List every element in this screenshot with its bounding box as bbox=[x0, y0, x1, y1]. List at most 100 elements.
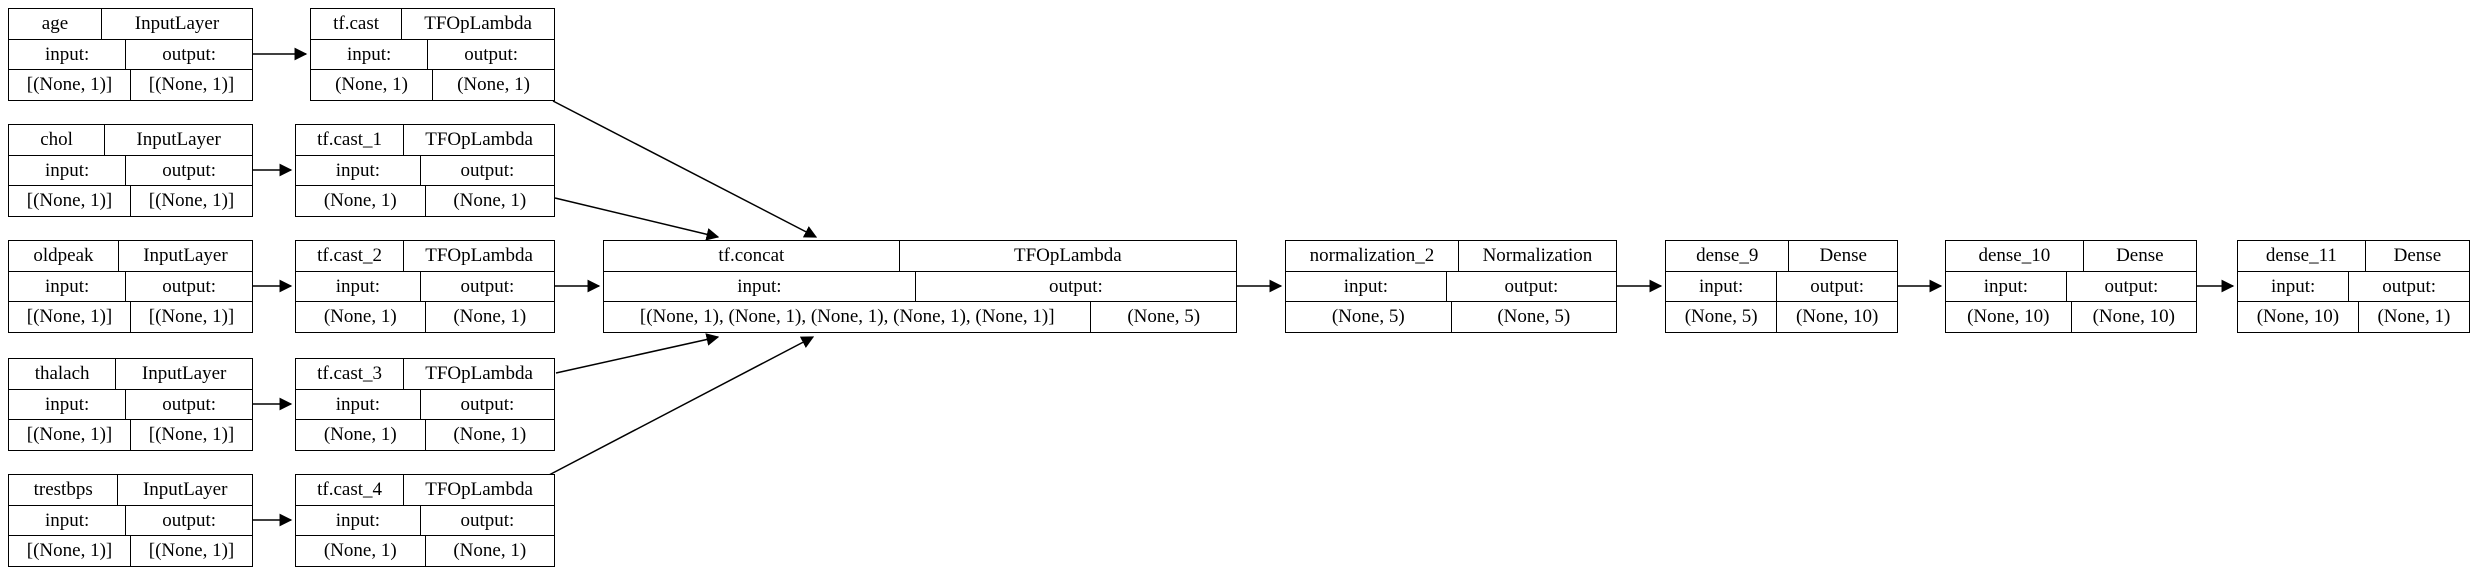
edge-tf_cast_4-to-tf_concat bbox=[548, 336, 815, 476]
node-shape-row: (None, 1) (None, 1) bbox=[296, 419, 555, 451]
output-label: output: bbox=[419, 155, 554, 186]
node-io-label-row: input: output: bbox=[9, 504, 252, 536]
node-io-label-row: input: output: bbox=[9, 154, 252, 186]
output-label: output: bbox=[125, 39, 252, 70]
node-shape-row: (None, 1)(None, 1) bbox=[311, 69, 554, 101]
input-shape: [(None, 1), (None, 1), (None, 1), (None,… bbox=[639, 306, 1055, 328]
output-label: output: bbox=[125, 271, 252, 302]
output-shape: (None, 1) bbox=[424, 420, 555, 451]
input-shape: (None, 5) bbox=[1684, 306, 1758, 328]
output-shape: [(None, 1)] bbox=[130, 420, 252, 451]
node-io-label-row: input:output: bbox=[311, 38, 554, 70]
node-header-row: tf.cast_4 TFOpLambda bbox=[296, 475, 554, 505]
input-label: input: bbox=[44, 509, 90, 531]
node-shape-row: (None, 5)(None, 5) bbox=[1286, 301, 1616, 333]
input-label: input: bbox=[1983, 275, 2029, 297]
output-label: output: bbox=[1776, 271, 1897, 302]
layer-type: TFOpLambda bbox=[403, 125, 554, 155]
output-label: output: bbox=[427, 39, 554, 70]
output-label: output: bbox=[914, 271, 1236, 302]
output-label: output: bbox=[125, 155, 252, 186]
output-label: output: bbox=[419, 271, 554, 302]
output-shape: (None, 10) bbox=[1776, 302, 1897, 333]
node-shape-row: (None, 1) (None, 1) bbox=[296, 535, 555, 567]
input-shape: (None, 10) bbox=[1967, 306, 2050, 328]
node-io-label-row: input: output: bbox=[296, 154, 554, 186]
output-label: output: bbox=[419, 389, 554, 420]
output-shape: (None, 1) bbox=[424, 186, 555, 217]
input-shape: [(None, 1)] bbox=[26, 424, 113, 446]
input-shape: (None, 5) bbox=[1331, 306, 1405, 328]
node-io-label-row: input:output: bbox=[296, 504, 554, 536]
node-header-row: trestbps InputLayer bbox=[9, 475, 252, 505]
input-shape: [(None, 1)] bbox=[26, 74, 113, 96]
output-label: output: bbox=[125, 505, 252, 536]
input-shape: (None, 1) bbox=[323, 540, 397, 562]
output-label: output: bbox=[125, 389, 252, 420]
layer-type: InputLayer bbox=[117, 475, 252, 505]
input-label: input: bbox=[44, 159, 90, 181]
layer-type: Dense bbox=[2082, 241, 2196, 271]
input-shape: [(None, 1)] bbox=[26, 540, 113, 562]
node-io-label-row: input:output: bbox=[1946, 270, 2196, 302]
layer-name: dense_10 bbox=[1978, 244, 2051, 266]
node-io-label-row: input: output: bbox=[9, 388, 252, 420]
node-shape-row: [(None, 1)] [(None, 1)] bbox=[9, 419, 252, 451]
layer-type: TFOpLambda bbox=[403, 359, 554, 389]
output-shape: (None, 1) bbox=[424, 536, 555, 567]
node-header-row: dense_10 Dense bbox=[1946, 241, 2196, 271]
input-label: input: bbox=[335, 275, 381, 297]
layer-name: chol bbox=[40, 128, 73, 150]
input-label: input: bbox=[335, 393, 381, 415]
layer-name: tf.cast_2 bbox=[317, 244, 383, 266]
layer-name: tf.cast_4 bbox=[317, 478, 383, 500]
output-shape: [(None, 1)] bbox=[130, 536, 252, 567]
output-label: output: bbox=[1445, 271, 1616, 302]
input-label: input: bbox=[1698, 275, 1744, 297]
input-shape: (None, 10) bbox=[2256, 306, 2340, 328]
node-shape-row: [(None, 1)][(None, 1)] bbox=[9, 301, 252, 333]
layer-node-tf_cast_2: tf.cast_2 TFOpLambda input: output:(None, 1… bbox=[295, 240, 555, 333]
node-io-label-row: input: output: bbox=[1666, 270, 1897, 302]
output-shape: [(None, 1)] bbox=[130, 70, 252, 101]
input-label: input: bbox=[44, 393, 90, 415]
input-shape: (None, 1) bbox=[323, 190, 397, 212]
node-shape-row: (None, 10)(None, 1) bbox=[2238, 301, 2469, 333]
input-label: input: bbox=[1343, 275, 1389, 297]
layer-name: dense_11 bbox=[2265, 244, 2337, 266]
input-shape: (None, 1) bbox=[323, 424, 397, 446]
layer-name: oldpeak bbox=[33, 244, 94, 266]
layer-type: TFOpLambda bbox=[403, 475, 554, 505]
input-shape: (None, 1) bbox=[335, 74, 408, 96]
layer-name: normalization_2 bbox=[1309, 244, 1435, 266]
layer-type: Dense bbox=[2364, 241, 2469, 271]
input-label: input: bbox=[335, 159, 381, 181]
node-shape-row: (None, 1)(None, 1) bbox=[296, 301, 555, 333]
node-header-row: dense_11 Dense bbox=[2238, 241, 2469, 271]
layer-type: TFOpLambda bbox=[403, 241, 554, 271]
layer-type: InputLayer bbox=[117, 241, 252, 271]
layer-name: trestbps bbox=[33, 478, 93, 500]
edge-tf_cast-to-tf_concat bbox=[552, 100, 818, 238]
node-io-label-row: input:output: bbox=[9, 38, 252, 70]
node-shape-row: (None, 1) (None, 1) bbox=[296, 185, 555, 217]
layer-name: tf.cast_3 bbox=[317, 362, 383, 384]
output-shape: (None, 5) bbox=[1090, 302, 1236, 333]
output-shape: (None, 1) bbox=[424, 302, 555, 333]
